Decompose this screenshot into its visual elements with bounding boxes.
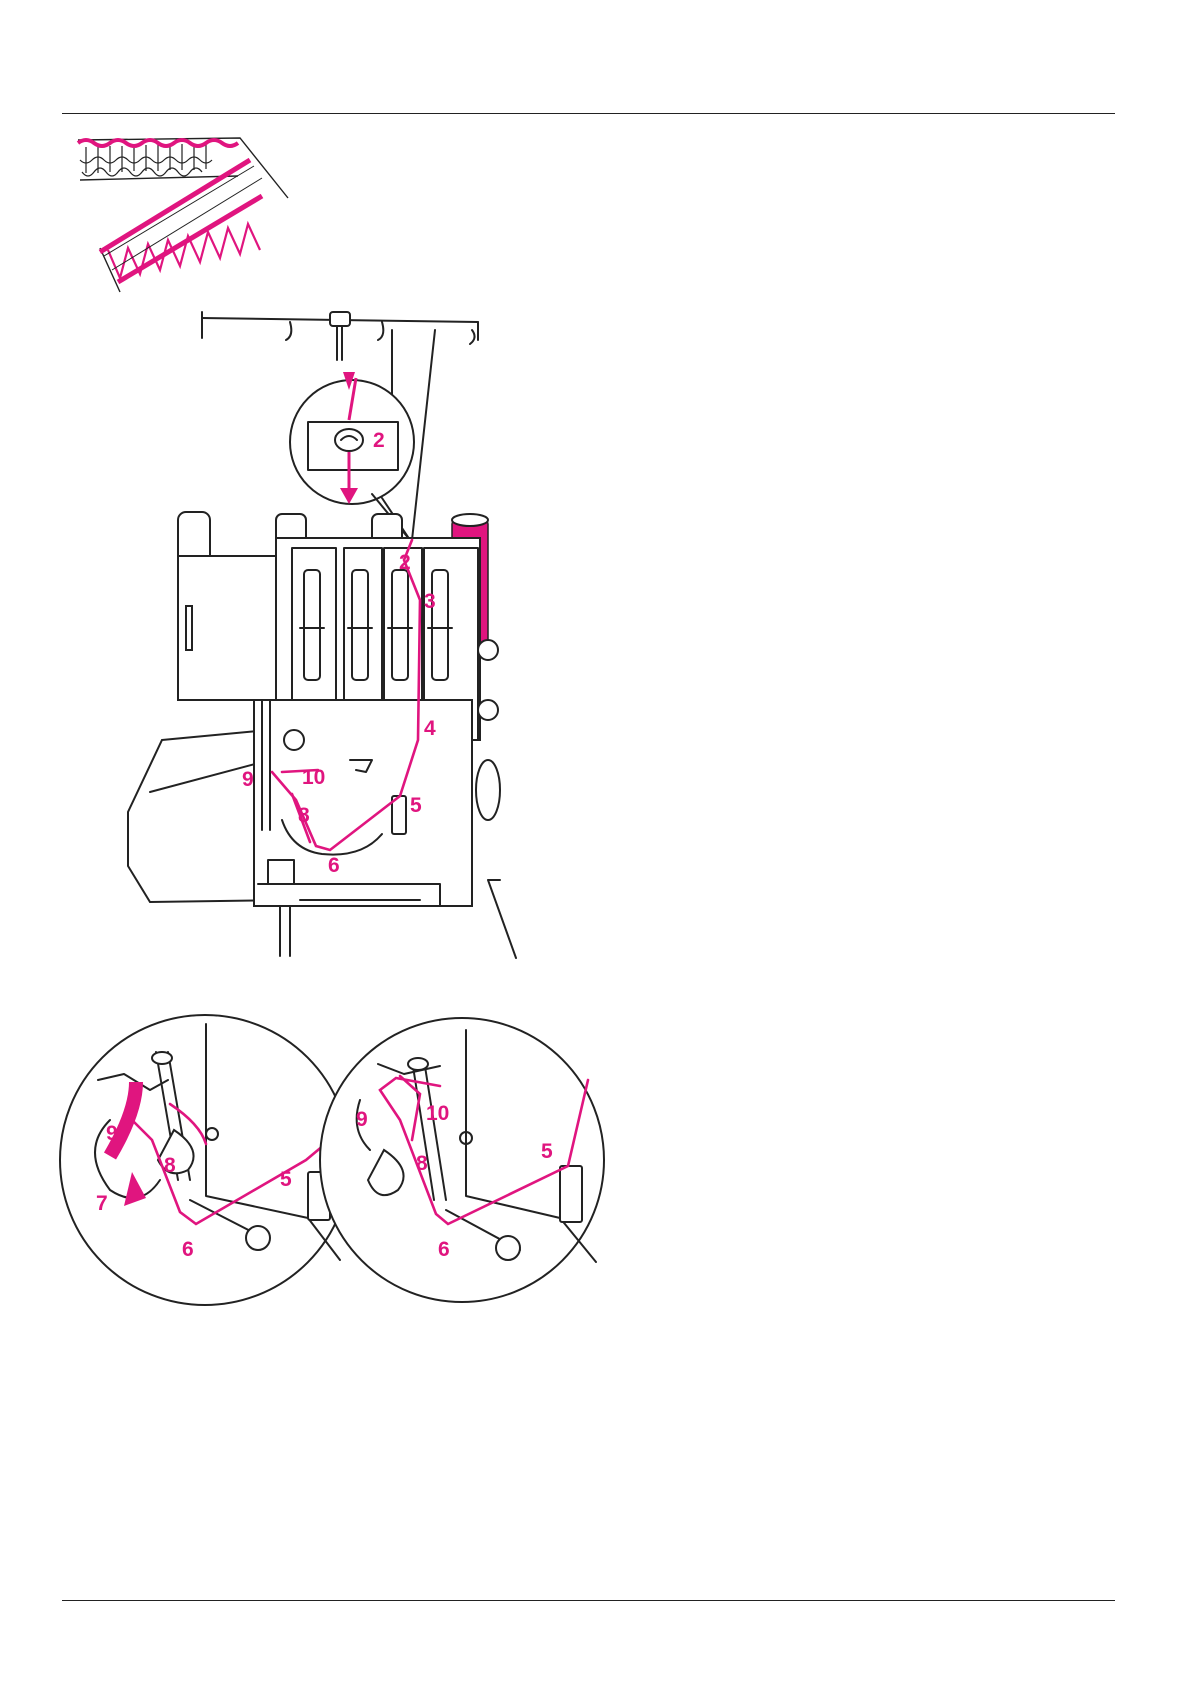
stitch-sample-illustration [78,138,288,292]
callout-2-inset: 2 [373,429,385,452]
callout-6-left: 6 [182,1238,194,1261]
callout-5-right: 5 [541,1140,553,1163]
callout-9-left: 9 [106,1122,118,1145]
callout-3: 3 [424,590,436,613]
callout-6-right: 6 [438,1238,450,1261]
callout-6: 6 [328,854,340,877]
callout-7-left: 7 [96,1192,108,1215]
callout-8-left: 8 [164,1154,176,1177]
callout-2: 2 [399,551,411,574]
callout-4: 4 [424,717,436,740]
callout-10: 10 [302,766,325,789]
serger-main-figure [128,312,516,958]
callout-9-right: 9 [356,1108,368,1131]
callout-8-right: 8 [416,1152,428,1175]
detail-circle-left [60,1015,350,1305]
detail-circle-right [320,1018,604,1302]
callout-5: 5 [410,794,422,817]
callout-10-right: 10 [426,1102,449,1125]
callout-8: 8 [298,804,310,827]
callout-5-left: 5 [280,1168,292,1191]
callout-9: 9 [242,768,254,791]
